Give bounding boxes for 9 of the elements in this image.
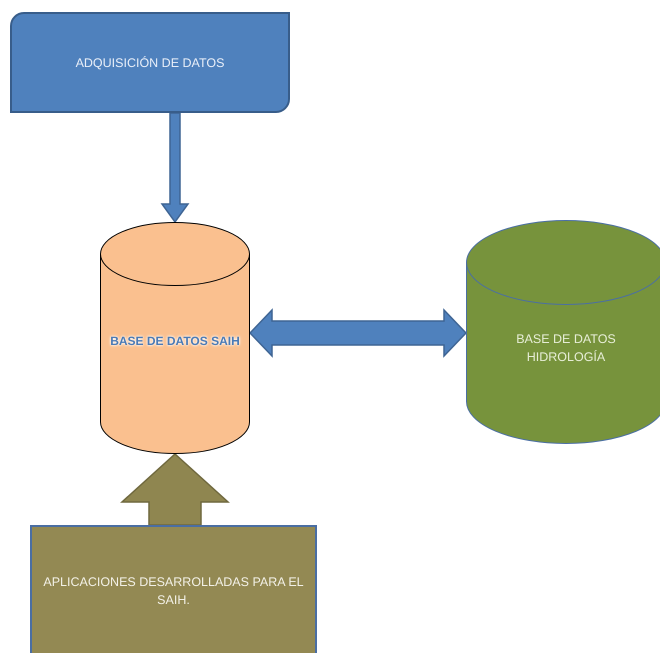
block-arrow (248, 308, 468, 358)
block-arrow (120, 452, 230, 526)
node-label: ADQUISICIÓN DE DATOS (74, 55, 226, 72)
process-box (10, 12, 290, 113)
node-label: BASE DE DATOS SAIH (109, 333, 241, 350)
process-box (30, 525, 317, 653)
node-label: APLICACIONES DESARROLLADAS PARA EL SAIH. (42, 574, 305, 609)
node-label: BASE DE DATOS HIDROLOGÍA (515, 331, 617, 366)
block-arrow (160, 112, 190, 224)
